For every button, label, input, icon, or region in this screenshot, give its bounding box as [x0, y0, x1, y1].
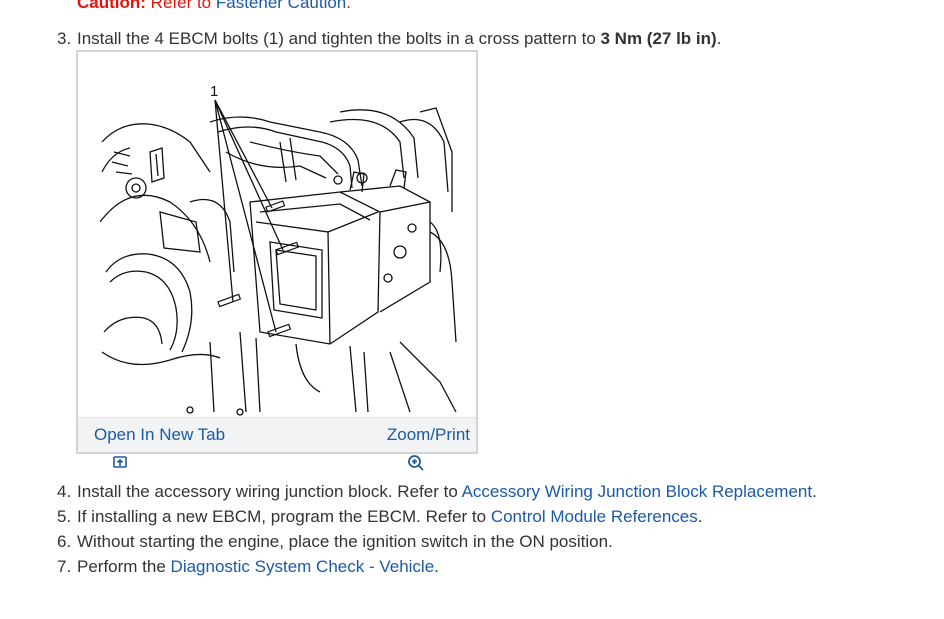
- step-end: .: [812, 482, 817, 501]
- step-number: 6.: [57, 532, 72, 551]
- step-number: 7.: [57, 557, 72, 576]
- step-4: 4. Install the accessory wiring junction …: [57, 481, 817, 503]
- step-number: 4.: [57, 482, 72, 501]
- zoom-print-button[interactable]: Zoom/Print: [385, 424, 470, 471]
- step-text: Install the accessory wiring junction bl…: [77, 482, 462, 501]
- caution-note: Caution: Refer to Fastener Caution.: [77, 0, 351, 14]
- accessory-wiring-junction-link[interactable]: Accessory Wiring Junction Block Replacem…: [461, 482, 813, 501]
- ebcm-bolts-figure: 1: [76, 50, 478, 471]
- step-end: .: [716, 29, 722, 48]
- step-text: Install the 4 EBCM bolts (1) and tighten…: [77, 29, 601, 48]
- caution-end: .: [346, 0, 351, 12]
- step-number: 5.: [57, 507, 72, 526]
- figure-toolbar: Open In New Tab Zoom/Print: [78, 417, 476, 471]
- torque-spec: 3 Nm (27 lb in): [600, 29, 717, 48]
- ebcm-illustration: 1: [100, 83, 457, 416]
- diagnostic-system-check-link[interactable]: Diagnostic System Check - Vehicle: [170, 557, 435, 576]
- control-module-references-link[interactable]: Control Module References: [490, 507, 698, 526]
- fastener-caution-link[interactable]: Fastener Caution: [215, 0, 347, 12]
- step-7: 7. Perform the Diagnostic System Check - …: [57, 556, 439, 578]
- step-5: 5. If installing a new EBCM, program the …: [57, 506, 703, 528]
- callout-number: 1: [210, 83, 218, 100]
- caution-label: Caution:: [77, 0, 146, 12]
- step-text: Perform the: [77, 557, 171, 576]
- step-number: 3.: [57, 29, 72, 48]
- open-in-new-tab-label: Open In New Tab: [94, 425, 226, 444]
- step-text: If installing a new EBCM, program the EB…: [77, 507, 491, 526]
- zoom-print-label: Zoom/Print: [386, 425, 470, 444]
- step-6: 6. Without starting the engine, place the…: [57, 531, 613, 553]
- step-text: Without starting the engine, place the i…: [77, 532, 613, 551]
- step-end: .: [434, 557, 439, 576]
- step-end: .: [697, 507, 703, 526]
- open-in-new-tab-button[interactable]: Open In New Tab: [90, 424, 226, 468]
- step-3: 3. Install the 4 EBCM bolts (1) and tight…: [57, 28, 721, 50]
- caution-text: Refer to: [145, 0, 216, 12]
